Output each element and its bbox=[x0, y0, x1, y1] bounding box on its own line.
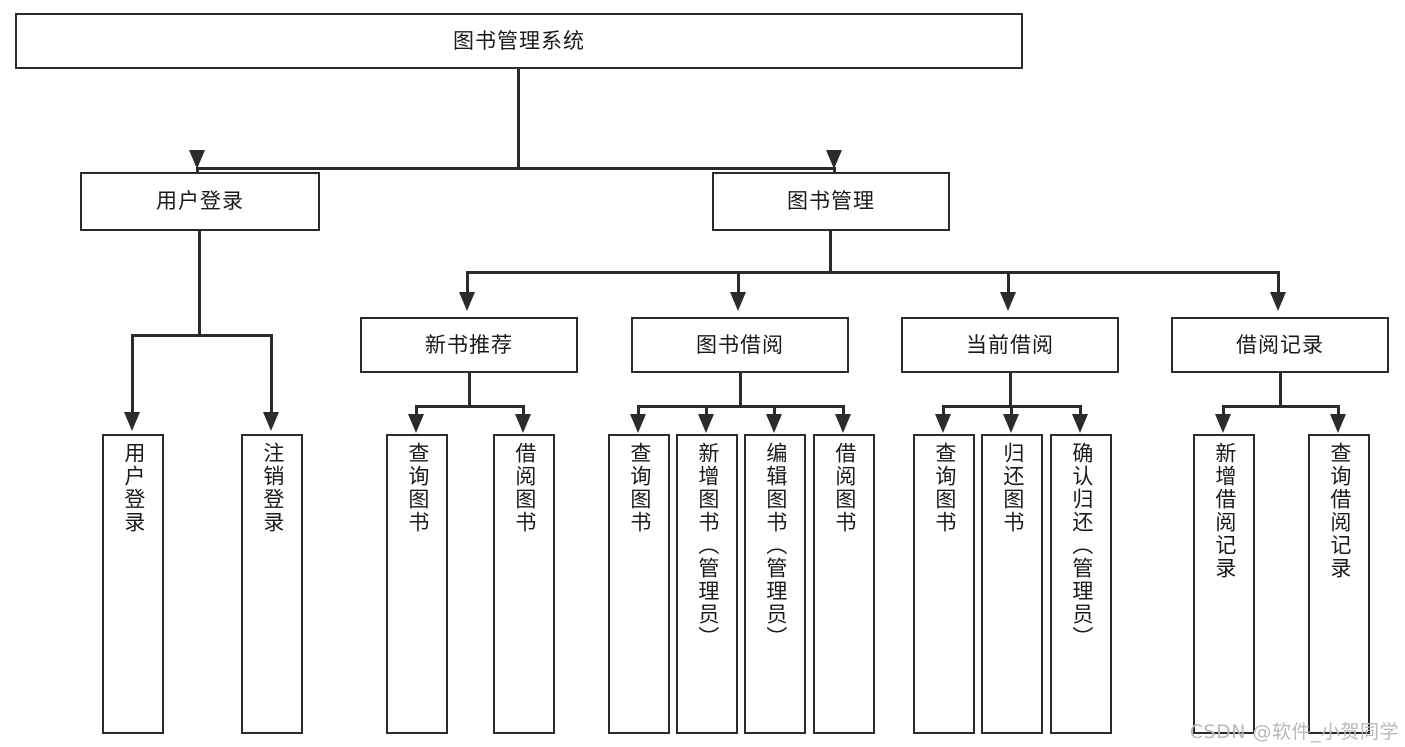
connector-user-login-stem bbox=[198, 231, 201, 336]
arrow-bm-to-borrow-record bbox=[1270, 292, 1286, 311]
node-book-borrow[interactable]: 图书借阅 bbox=[631, 317, 849, 373]
node-leaf-query-book-recommend[interactable]: 查询图书 bbox=[386, 434, 448, 734]
node-label: 借阅图书 bbox=[512, 442, 537, 534]
node-label: 查询借阅记录 bbox=[1327, 442, 1352, 580]
arrow-ul-to-leaf-login bbox=[124, 412, 140, 431]
arrow-nbr-to-borrow-book bbox=[515, 414, 531, 433]
node-borrow-record[interactable]: 借阅记录 bbox=[1171, 317, 1389, 373]
connector-bm-to-new-book-rec bbox=[466, 271, 469, 295]
node-leaf-add-book[interactable]: 新增图书（管理员） bbox=[676, 434, 738, 734]
connector-nbr-to-borrow-book bbox=[522, 405, 525, 417]
node-label: 图书管理系统 bbox=[453, 28, 585, 53]
connector-root-stem bbox=[517, 68, 520, 170]
node-new-book-recommend[interactable]: 新书推荐 bbox=[360, 317, 578, 373]
connector-book-manage-stem bbox=[829, 231, 832, 273]
arrow-bb-to-borrow-book bbox=[835, 414, 851, 433]
node-user-login[interactable]: 用户登录 bbox=[80, 172, 320, 231]
arrow-cb-to-return-book bbox=[1003, 414, 1019, 433]
node-label: 借阅图书 bbox=[832, 442, 857, 534]
connector-bm-to-book-borrow bbox=[737, 271, 740, 295]
connector-bb-to-query-book bbox=[637, 405, 640, 417]
connector-root-bus bbox=[196, 167, 836, 170]
connector-br-to-add-record bbox=[1222, 405, 1225, 417]
connector-bb-to-edit-book bbox=[773, 405, 776, 417]
node-label: 查询图书 bbox=[932, 442, 957, 534]
node-label: 查询图书 bbox=[405, 442, 430, 534]
connector-new-book-rec-bus bbox=[415, 405, 525, 408]
node-label: 查询图书 bbox=[627, 442, 652, 534]
arrow-bm-to-new-book-rec bbox=[459, 292, 475, 311]
arrow-bm-to-book-borrow bbox=[730, 292, 746, 311]
arrow-cb-to-confirm-return bbox=[1072, 414, 1088, 433]
node-label: 确认归还（管理员） bbox=[1069, 442, 1094, 649]
connector-br-to-query-record bbox=[1337, 405, 1340, 417]
connector-book-manage-bus bbox=[466, 271, 1280, 274]
node-leaf-query-book-borrow[interactable]: 查询图书 bbox=[608, 434, 670, 734]
connector-book-borrow-stem bbox=[739, 373, 742, 407]
arrow-br-to-add-record bbox=[1215, 414, 1231, 433]
connector-current-borrow-stem bbox=[1009, 373, 1012, 407]
node-leaf-add-borrow-record[interactable]: 新增借阅记录 bbox=[1193, 434, 1255, 734]
node-label: 新书推荐 bbox=[425, 332, 513, 357]
node-leaf-query-borrow-record[interactable]: 查询借阅记录 bbox=[1308, 434, 1370, 734]
connector-ul-to-leaf-logout bbox=[270, 334, 273, 414]
connector-bm-to-current-borrow bbox=[1007, 271, 1010, 295]
arrow-root-to-book-manage bbox=[826, 150, 842, 169]
node-root-book-management-system[interactable]: 图书管理系统 bbox=[15, 13, 1023, 69]
connector-user-login-bus bbox=[131, 334, 273, 337]
arrow-br-to-query-record bbox=[1330, 414, 1346, 433]
arrow-nbr-to-query-book bbox=[408, 414, 424, 433]
node-leaf-user-logout[interactable]: 注销登录 bbox=[241, 434, 303, 734]
node-leaf-confirm-return[interactable]: 确认归还（管理员） bbox=[1050, 434, 1112, 734]
connector-nbr-to-query-book bbox=[415, 405, 418, 417]
connector-bb-to-add-book bbox=[705, 405, 708, 417]
node-leaf-edit-book[interactable]: 编辑图书（管理员） bbox=[744, 434, 806, 734]
node-label: 图书借阅 bbox=[696, 332, 784, 357]
node-label: 注销登录 bbox=[260, 442, 285, 534]
node-leaf-return-book[interactable]: 归还图书 bbox=[981, 434, 1043, 734]
connector-borrow-record-bus bbox=[1222, 405, 1340, 408]
arrow-root-to-user-login bbox=[189, 150, 205, 169]
arrow-bb-to-edit-book bbox=[766, 414, 782, 433]
watermark-text: CSDN @软件_小贺同学 bbox=[1189, 721, 1399, 743]
node-label: 当前借阅 bbox=[966, 332, 1054, 357]
connector-bb-to-borrow-book bbox=[842, 405, 845, 417]
node-label: 用户登录 bbox=[156, 189, 244, 214]
arrow-bb-to-query-book bbox=[630, 414, 646, 433]
node-leaf-user-login[interactable]: 用户登录 bbox=[102, 434, 164, 734]
connector-borrow-record-stem bbox=[1279, 373, 1282, 407]
connector-cb-to-confirm-return bbox=[1079, 405, 1082, 417]
node-book-manage[interactable]: 图书管理 bbox=[712, 172, 950, 231]
node-label: 用户登录 bbox=[121, 442, 146, 534]
node-current-borrow[interactable]: 当前借阅 bbox=[901, 317, 1119, 373]
connector-cb-to-return-book bbox=[1010, 405, 1013, 417]
connector-ul-to-leaf-login bbox=[131, 334, 134, 414]
connector-new-book-rec-stem bbox=[468, 373, 471, 407]
node-label: 新增图书（管理员） bbox=[695, 442, 720, 649]
node-label: 图书管理 bbox=[787, 189, 875, 214]
connector-book-borrow-bus bbox=[637, 405, 845, 408]
arrow-cb-to-query-book bbox=[935, 414, 951, 433]
node-leaf-borrow-book[interactable]: 借阅图书 bbox=[813, 434, 875, 734]
connector-bm-to-borrow-record bbox=[1277, 271, 1280, 295]
arrow-bb-to-add-book bbox=[698, 414, 714, 433]
connector-cb-to-query-book bbox=[942, 405, 945, 417]
node-label: 新增借阅记录 bbox=[1212, 442, 1237, 580]
node-label: 归还图书 bbox=[1000, 442, 1025, 534]
node-label: 编辑图书（管理员） bbox=[763, 442, 788, 649]
arrow-bm-to-current-borrow bbox=[1000, 292, 1016, 311]
arrow-ul-to-leaf-logout bbox=[263, 412, 279, 431]
node-label: 借阅记录 bbox=[1236, 332, 1324, 357]
node-leaf-borrow-book-recommend[interactable]: 借阅图书 bbox=[493, 434, 555, 734]
node-leaf-query-book-current[interactable]: 查询图书 bbox=[913, 434, 975, 734]
